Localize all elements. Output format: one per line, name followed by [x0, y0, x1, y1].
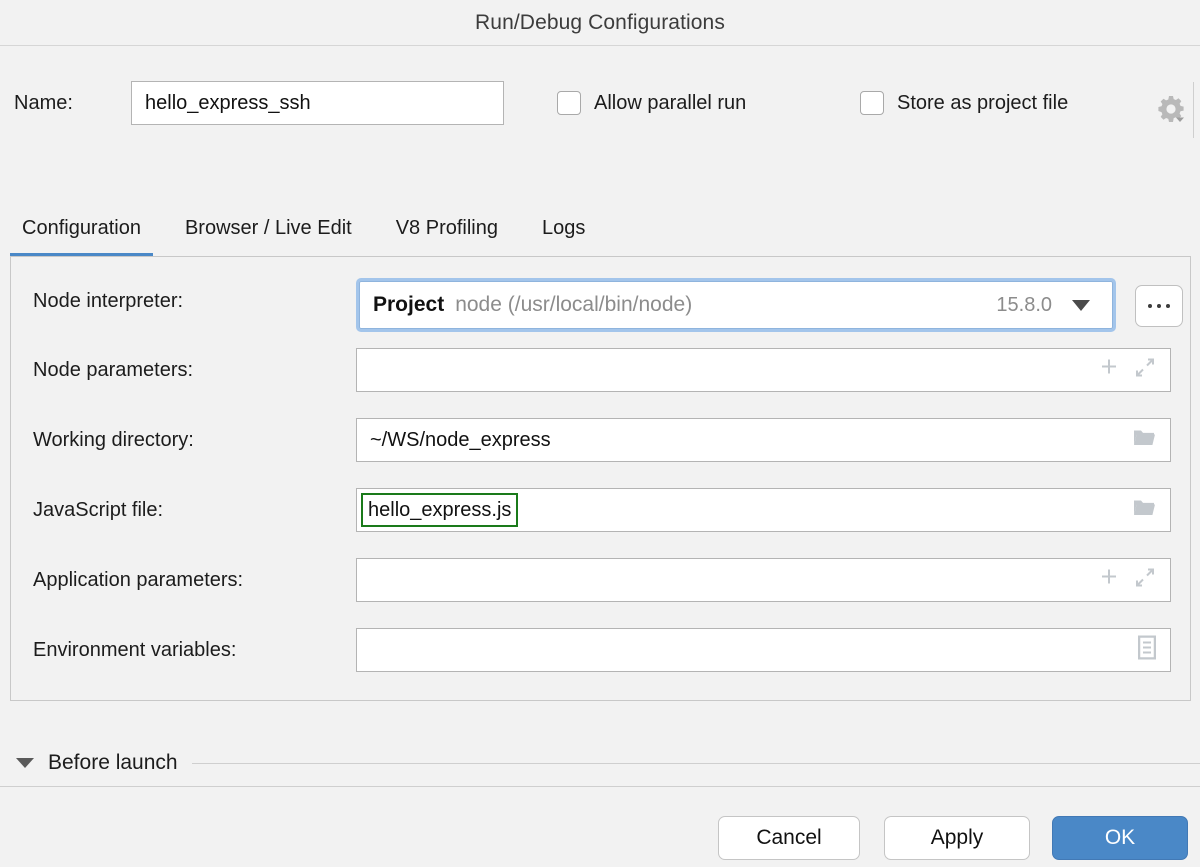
dot [1148, 304, 1152, 308]
checkbox-box [557, 91, 581, 115]
node-interpreter-label: Node interpreter: [33, 290, 184, 312]
field-icons [1098, 357, 1156, 384]
before-launch-label: Before launch [48, 751, 178, 774]
javascript-file-highlight: hello_express.js [361, 493, 519, 527]
field-icons [1098, 567, 1156, 594]
allow-parallel-run-checkbox[interactable]: Allow parallel run [557, 91, 746, 115]
name-input-value: hello_express_ssh [145, 91, 311, 114]
node-parameters-input[interactable] [356, 348, 1171, 392]
field-icons [1132, 497, 1156, 524]
folder-icon[interactable] [1132, 427, 1156, 454]
folder-icon[interactable] [1132, 497, 1156, 524]
field-icons [1137, 635, 1157, 665]
dialog-titlebar: Run/Debug Configurations [0, 0, 1200, 46]
checkbox-box [860, 91, 884, 115]
environment-variables-input[interactable] [356, 628, 1171, 672]
field-icons [1132, 427, 1156, 454]
javascript-file-value: hello_express.js [368, 498, 512, 521]
configuration-panel: Node interpreter: Project node (/usr/loc… [10, 257, 1191, 701]
row-working-directory: Working directory: ~/WS/node_express [11, 418, 1190, 466]
node-parameters-label: Node parameters: [33, 359, 194, 381]
tab-v8-profiling[interactable]: V8 Profiling [374, 200, 520, 257]
name-input[interactable]: hello_express_ssh [131, 81, 504, 125]
cancel-button[interactable]: Cancel [718, 816, 860, 860]
node-interpreter-focus-ring: Project node (/usr/local/bin/node) 15.8.… [356, 278, 1116, 332]
tab-logs[interactable]: Logs [520, 200, 607, 257]
before-launch-section[interactable]: Before launch [0, 740, 1200, 786]
node-interpreter-browse-button[interactable] [1135, 285, 1183, 327]
apply-button-label: Apply [930, 826, 984, 849]
dot [1166, 304, 1170, 308]
node-interpreter-dropdown[interactable]: Project node (/usr/local/bin/node) 15.8.… [359, 281, 1113, 329]
cancel-button-label: Cancel [756, 826, 822, 849]
row-node-interpreter: Node interpreter: [11, 279, 1190, 327]
javascript-file-label: JavaScript file: [33, 499, 164, 521]
panel-edge-divider [1193, 82, 1194, 138]
tab-browser-live-edit[interactable]: Browser / Live Edit [163, 200, 374, 257]
expand-icon[interactable] [1134, 567, 1156, 594]
chevron-down-icon [1072, 299, 1090, 311]
environment-variables-label: Environment variables: [33, 639, 237, 661]
tab-configuration[interactable]: Configuration [0, 200, 163, 257]
javascript-file-input[interactable]: hello_express.js [356, 488, 1171, 532]
panel-top-border [10, 256, 1191, 257]
row-node-parameters: Node parameters: [11, 348, 1190, 396]
application-parameters-input[interactable] [356, 558, 1171, 602]
node-interpreter-scope: Project [373, 293, 445, 316]
ok-button[interactable]: OK [1052, 816, 1188, 860]
working-directory-label: Working directory: [33, 429, 194, 451]
dot [1157, 304, 1161, 308]
gear-icon[interactable] [1155, 93, 1187, 125]
node-interpreter-path: node (/usr/local/bin/node) [455, 293, 693, 316]
tab-label: V8 Profiling [395, 217, 498, 239]
section-divider [191, 762, 1200, 764]
plus-icon[interactable] [1098, 567, 1120, 594]
dialog-title: Run/Debug Configurations [475, 10, 725, 34]
store-as-project-file-checkbox[interactable]: Store as project file [860, 91, 1068, 115]
tab-label: Configuration [22, 217, 141, 239]
before-launch-bottom-divider [0, 786, 1200, 787]
dialog-footer: Cancel Apply OK [0, 806, 1200, 867]
name-label: Name: [14, 92, 73, 114]
store-as-project-file-label: Store as project file [897, 91, 1069, 114]
row-application-parameters: Application parameters: [11, 558, 1190, 606]
row-environment-variables: Environment variables: [11, 628, 1190, 676]
triangle-down-icon[interactable] [16, 758, 34, 768]
tab-label: Logs [541, 217, 586, 239]
working-directory-value: ~/WS/node_express [370, 428, 551, 451]
tab-bar: Configuration Browser / Live Edit V8 Pro… [0, 200, 1200, 257]
application-parameters-label: Application parameters: [33, 569, 244, 591]
row-javascript-file: JavaScript file: hello_express.js [11, 488, 1190, 536]
tab-label: Browser / Live Edit [184, 217, 352, 239]
working-directory-input[interactable]: ~/WS/node_express [356, 418, 1171, 462]
expand-icon[interactable] [1134, 357, 1156, 384]
document-list-icon[interactable] [1137, 635, 1157, 665]
node-interpreter-version: 15.8.0 [996, 293, 1052, 316]
allow-parallel-run-label: Allow parallel run [594, 91, 747, 114]
ok-button-label: OK [1104, 826, 1136, 849]
plus-icon[interactable] [1098, 357, 1120, 384]
name-row: Name: hello_express_ssh Allow parallel r… [0, 78, 1200, 138]
apply-button[interactable]: Apply [884, 816, 1030, 860]
